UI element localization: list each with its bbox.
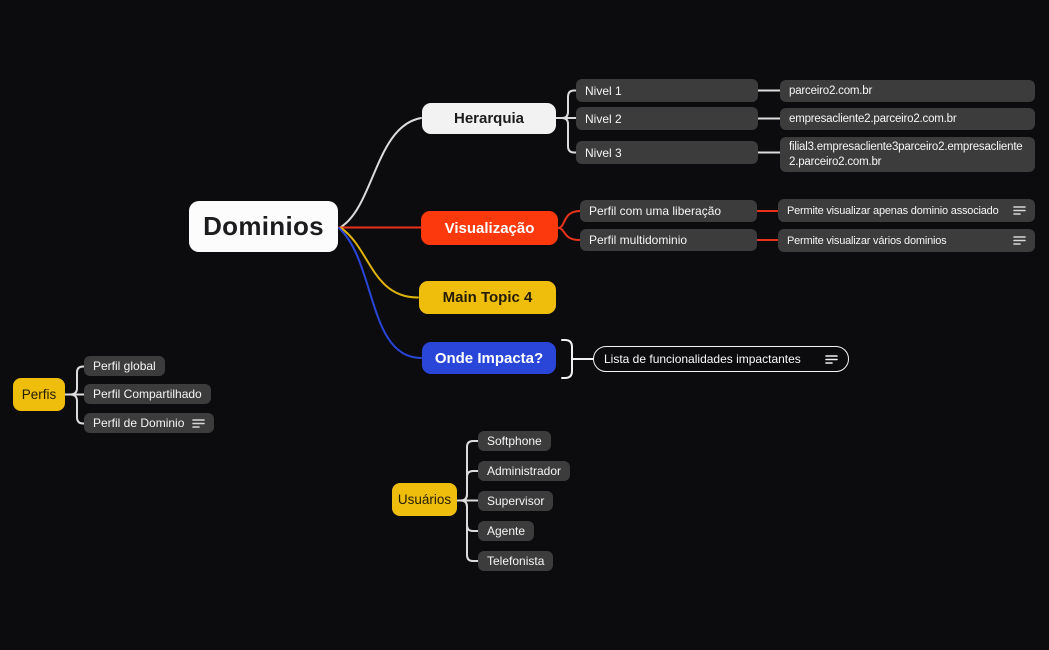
topic-onde-impacta-label: Onde Impacta?	[434, 349, 544, 367]
connector-root-onde-impacta	[338, 227, 422, 359]
subtopic-perfil-de-dominio-label: Perfil de Dominio	[93, 416, 185, 430]
subtopic-nivel-2[interactable]: Nivel 2	[576, 107, 758, 130]
connector-usuarios-softphone	[456, 440, 479, 502]
value-nivel-3-text: filial3.empresacliente3parceiro2.empresa…	[789, 141, 1023, 168]
value-perfil-multidominio-description[interactable]: Permite visualizar vários dominios	[778, 229, 1035, 252]
subtopic-perfil-compartilhado[interactable]: Perfil Compartilhado	[84, 384, 211, 404]
root-topic-dominios[interactable]: Dominios	[189, 201, 338, 252]
subtopic-nivel-1[interactable]: Nivel 1	[576, 79, 758, 102]
subtopic-perfil-multidominio[interactable]: Perfil multidominio	[580, 229, 757, 251]
value-perfil-liberacao-text: Permite visualizar apenas dominio associ…	[787, 204, 999, 217]
value-nivel-1-text: parceiro2.com.br	[789, 85, 873, 97]
value-nivel-2-domain[interactable]: empresacliente2.parceiro2.com.br	[780, 108, 1035, 130]
subtopic-perfil-global-label: Perfil global	[93, 359, 156, 373]
connector-herarquia-nivel1	[555, 89, 577, 119]
floating-topic-perfis-label: Perfis	[21, 387, 57, 402]
connector-root-herarquia	[340, 117, 422, 228]
connector-usuarios-agente	[456, 499, 479, 532]
floating-topic-usuarios-label: Usuários	[397, 492, 452, 507]
subtopic-nivel-1-label: Nivel 1	[585, 83, 622, 98]
connector-usuarios-administrador	[456, 470, 479, 502]
subtopic-telefonista-label: Telefonista	[487, 554, 545, 568]
value-nivel-2-text: empresacliente2.parceiro2.com.br	[789, 113, 957, 125]
subtopic-nivel-2-label: Nivel 2	[585, 111, 622, 126]
value-nivel-1-domain[interactable]: parceiro2.com.br	[780, 80, 1035, 102]
subtopic-perfil-multidominio-label: Perfil multidominio	[589, 233, 688, 247]
topic-herarquia[interactable]: Herarquia	[422, 103, 556, 134]
note-icon[interactable]	[192, 418, 206, 429]
topic-visualizacao-label: Visualização	[444, 219, 535, 237]
connector-perfis-dominio	[64, 393, 85, 425]
connector-herarquia-nivel3	[555, 117, 577, 154]
subtopic-supervisor-label: Supervisor	[487, 494, 545, 508]
subtopic-supervisor[interactable]: Supervisor	[478, 491, 554, 511]
subtopic-administrador[interactable]: Administrador	[478, 461, 571, 481]
note-icon[interactable]	[1013, 235, 1026, 246]
subtopic-administrador-label: Administrador	[487, 464, 562, 478]
root-topic-label: Dominios	[203, 211, 324, 241]
summary-topic-lista-funcionalidades[interactable]: Lista de funcionalidades impactantes	[593, 346, 849, 372]
topic-visualizacao[interactable]: Visualização	[421, 211, 558, 245]
subtopic-perfil-de-dominio[interactable]: Perfil de Dominio	[84, 413, 215, 433]
subtopic-nivel-3-label: Nivel 3	[585, 145, 622, 160]
subtopic-softphone[interactable]: Softphone	[478, 431, 551, 451]
subtopic-agente-label: Agente	[487, 524, 526, 538]
subtopic-perfil-compartilhado-label: Perfil Compartilhado	[93, 387, 202, 401]
connector-usuarios-telefonista	[456, 499, 479, 562]
subtopic-perfil-com-uma-liberacao[interactable]: Perfil com uma liberação	[580, 200, 757, 222]
connector-visualizacao-perfil1	[557, 210, 581, 229]
floating-topic-usuarios[interactable]: Usuários	[392, 483, 457, 516]
topic-main-topic-4[interactable]: Main Topic 4	[419, 281, 556, 314]
value-perfil-multidominio-text: Permite visualizar vários dominios	[787, 234, 947, 247]
subtopic-softphone-label: Softphone	[487, 434, 542, 448]
topic-onde-impacta[interactable]: Onde Impacta?	[422, 342, 556, 374]
note-icon[interactable]	[1013, 205, 1026, 216]
subtopic-perfil-global[interactable]: Perfil global	[84, 356, 165, 376]
subtopic-perfil-liberacao-label: Perfil com uma liberação	[589, 204, 722, 218]
subtopic-agente[interactable]: Agente	[478, 521, 535, 541]
value-perfil-liberacao-description[interactable]: Permite visualizar apenas dominio associ…	[778, 199, 1035, 222]
note-icon[interactable]	[825, 354, 838, 365]
floating-topic-perfis[interactable]: Perfis	[13, 378, 65, 411]
summary-topic-label: Lista de funcionalidades impactantes	[604, 352, 801, 366]
topic-herarquia-label: Herarquia	[453, 110, 525, 127]
subtopic-nivel-3[interactable]: Nivel 3	[576, 141, 758, 164]
topic-main-topic-4-label: Main Topic 4	[442, 289, 533, 306]
connector-root-main-topic-4	[340, 227, 419, 299]
subtopic-telefonista[interactable]: Telefonista	[478, 551, 554, 571]
value-nivel-3-domain[interactable]: filial3.empresacliente3parceiro2.empresa…	[780, 137, 1035, 173]
connector-visualizacao-perfil2	[557, 227, 581, 241]
connector-perfis-global	[64, 365, 85, 396]
summary-bracket	[561, 339, 573, 379]
